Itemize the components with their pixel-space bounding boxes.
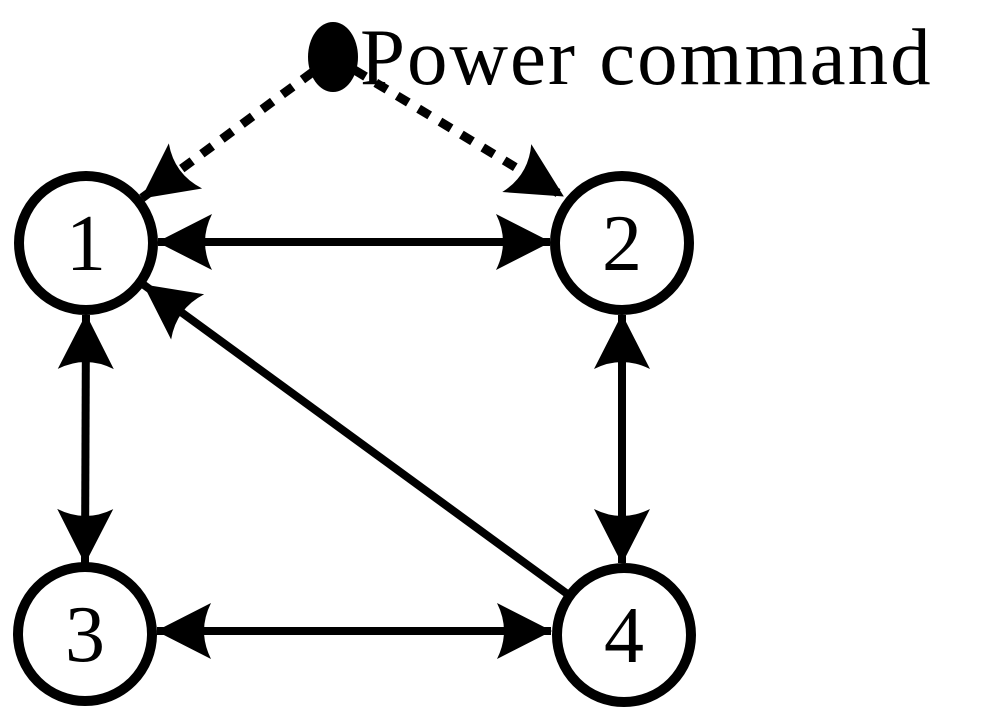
- node-3-label: 3: [65, 591, 105, 679]
- power-command-dot-icon: [308, 22, 358, 92]
- edge-power-to-node2-dashed-arrow: [330, 53, 566, 200]
- node-3-circle: [13, 562, 157, 706]
- edge-node1-node3-bidirectional-arrow: [57, 314, 114, 564]
- node-2: 2: [550, 171, 694, 315]
- graph-nodes: 1 2 3 4: [13, 171, 696, 707]
- node-2-circle: [550, 171, 694, 315]
- node-4-circle: [552, 563, 696, 707]
- node-1-circle: [14, 171, 158, 315]
- power-command-source: Power command: [308, 12, 933, 102]
- node-3: 3: [13, 562, 157, 706]
- node-1: 1: [14, 171, 158, 315]
- power-command-label: Power command: [360, 12, 933, 102]
- graph-edges: [57, 214, 650, 659]
- node-4: 4: [552, 563, 696, 707]
- node-4-label: 4: [604, 592, 644, 680]
- node-2-label: 2: [602, 200, 642, 288]
- power-command-edges: [139, 53, 566, 202]
- edge-node4-to-node1-arrow: [141, 281, 569, 597]
- edge-power-to-node1-dashed-arrow: [139, 53, 336, 202]
- node-1-label: 1: [66, 200, 106, 288]
